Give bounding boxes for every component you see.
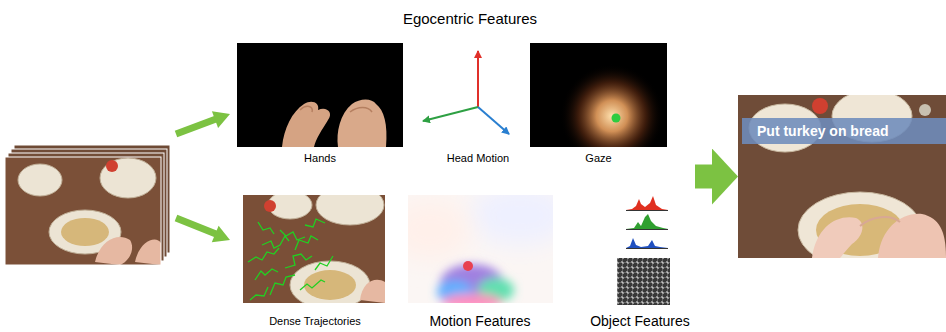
caption: Hands: [304, 152, 336, 165]
trajectory-panel: Dense Trajectories: [235, 195, 395, 330]
head-motion-panel: Head Motion: [430, 43, 526, 168]
axis: [478, 107, 509, 134]
motion-panel: Motion Features: [400, 195, 560, 330]
arrow-shaft: [176, 119, 216, 134]
action-label: Put turkey on bread: [742, 118, 946, 144]
trajectories: [248, 219, 333, 300]
caption: Head Motion: [447, 152, 509, 165]
flow-arrow: [695, 165, 712, 189]
input-arrows: [176, 111, 230, 242]
caption: Dense Trajectories: [269, 315, 361, 328]
optical-flow-image: [408, 195, 553, 303]
gaze-panel: Gaze: [530, 43, 667, 168]
arrow-head: [212, 111, 230, 128]
gaze-image: [530, 43, 667, 168]
result-image: [738, 95, 946, 258]
dense-trajectories-image: [243, 195, 385, 303]
arrow-head: [212, 226, 230, 243]
gaze-point: [612, 114, 621, 123]
arrow-shaft: [176, 218, 216, 234]
hog-descriptor: [617, 258, 670, 305]
flow-dot: [463, 261, 473, 271]
caption: Motion Features: [429, 313, 530, 329]
caption: Gaze: [585, 152, 611, 165]
hands-panel: Hands: [237, 43, 403, 168]
hands-image: [237, 43, 403, 147]
frame-scene: [5, 157, 161, 265]
video-frames: [5, 145, 170, 265]
group-heading: Egocentric Features: [403, 10, 537, 27]
result-frame: Put turkey on bread: [738, 95, 946, 258]
color-histograms: [626, 196, 668, 249]
axis: [477, 51, 479, 107]
feature-group: Hands Head Motion Gaze Egocentric Features: [230, 4, 710, 174]
axis: [423, 107, 478, 121]
caption: Object Features: [590, 313, 690, 329]
object-panel: Object Features: [585, 150, 695, 330]
head-motion-axes: [423, 51, 509, 134]
